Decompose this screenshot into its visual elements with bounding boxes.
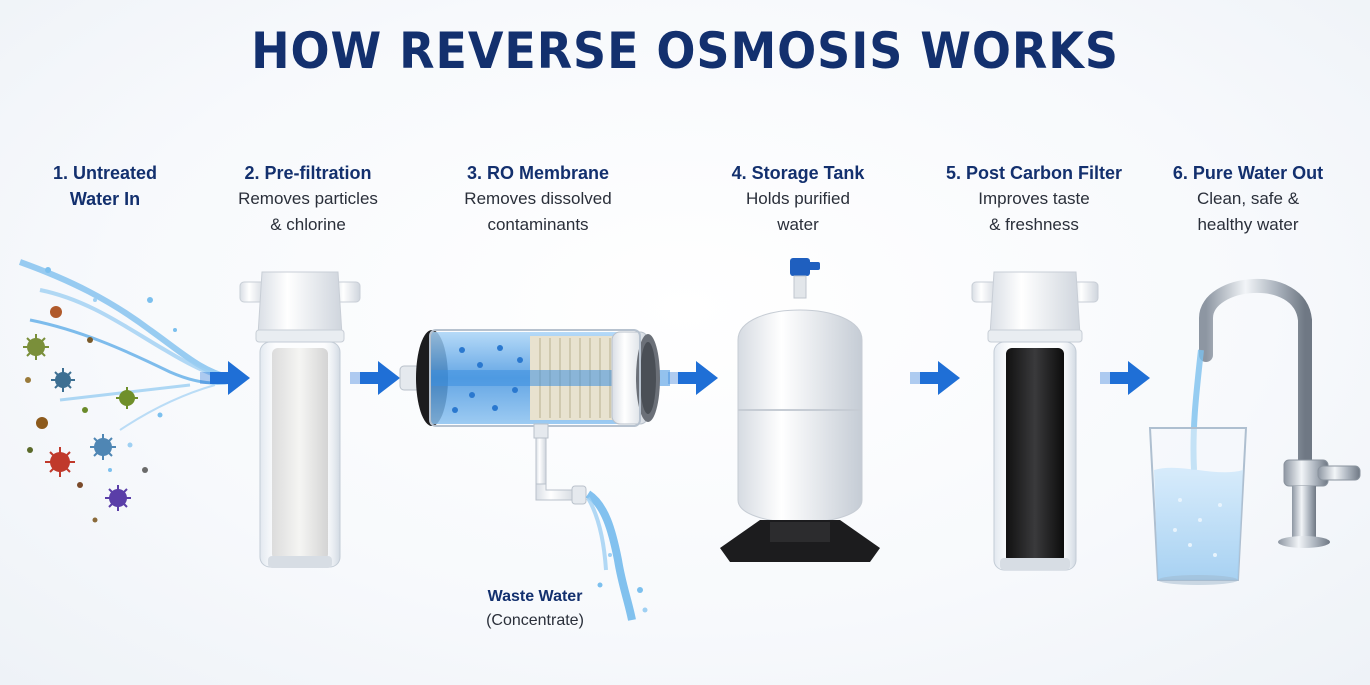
step-2-desc-line-2: & chlorine	[270, 215, 346, 234]
step-1-label: 1. Untreated Water In	[0, 160, 215, 212]
step-2-desc-line-1: Removes particles	[238, 189, 378, 208]
step-5-desc-line-1: Improves taste	[978, 189, 1090, 208]
step-5-desc-line-2: & freshness	[989, 215, 1079, 234]
step-2-label: 2. Pre-filtration Removes particles & ch…	[198, 160, 418, 238]
step-3-label: 3. RO Membrane Removes dissolved contami…	[428, 160, 648, 238]
storage-tank	[720, 258, 880, 562]
step-3-desc-line-2: contaminants	[487, 215, 589, 234]
step-6-label: 6. Pure Water Out Clean, safe & healthy …	[1138, 160, 1358, 238]
page-title: HOW REVERSE OSMOSIS WORKS	[251, 22, 1119, 80]
step-6-head: 6. Pure Water Out	[1172, 163, 1324, 183]
step-1-head-line-2: Water In	[69, 189, 141, 209]
step-2-head: 2. Pre-filtration	[244, 163, 372, 183]
step-3-head: 3. RO Membrane	[466, 163, 610, 183]
untreated-water-illustration	[18, 259, 233, 472]
step-4-desc-line-1: Holds purified	[746, 189, 850, 208]
step-5-head: 5. Post Carbon Filter	[945, 163, 1123, 183]
step-6-desc-line-2: healthy water	[1197, 215, 1299, 234]
waste-water-label: Waste Water (Concentrate)	[450, 585, 620, 633]
contaminant-icon	[23, 306, 148, 523]
step-6-desc-line-1: Clean, safe &	[1196, 189, 1300, 208]
step-4-label: 4. Storage Tank Holds purified water	[688, 160, 908, 238]
step-3-desc-line-1: Removes dissolved	[464, 189, 612, 208]
faucet-icon	[1190, 279, 1361, 548]
step-5-label: 5. Post Carbon Filter Improves taste & f…	[924, 160, 1144, 238]
step-4-head: 4. Storage Tank	[731, 163, 865, 183]
glass-icon	[1148, 427, 1248, 585]
ro-membrane	[399, 329, 670, 621]
step-1-head-line-1: 1. Untreated	[52, 163, 158, 183]
step-4-desc-line-2: water	[777, 215, 819, 234]
pre-filter-housing	[239, 271, 361, 568]
waste-water-desc: (Concentrate)	[486, 612, 584, 629]
carbon-filter-housing	[971, 271, 1099, 571]
waste-water-head: Waste Water	[487, 588, 583, 605]
